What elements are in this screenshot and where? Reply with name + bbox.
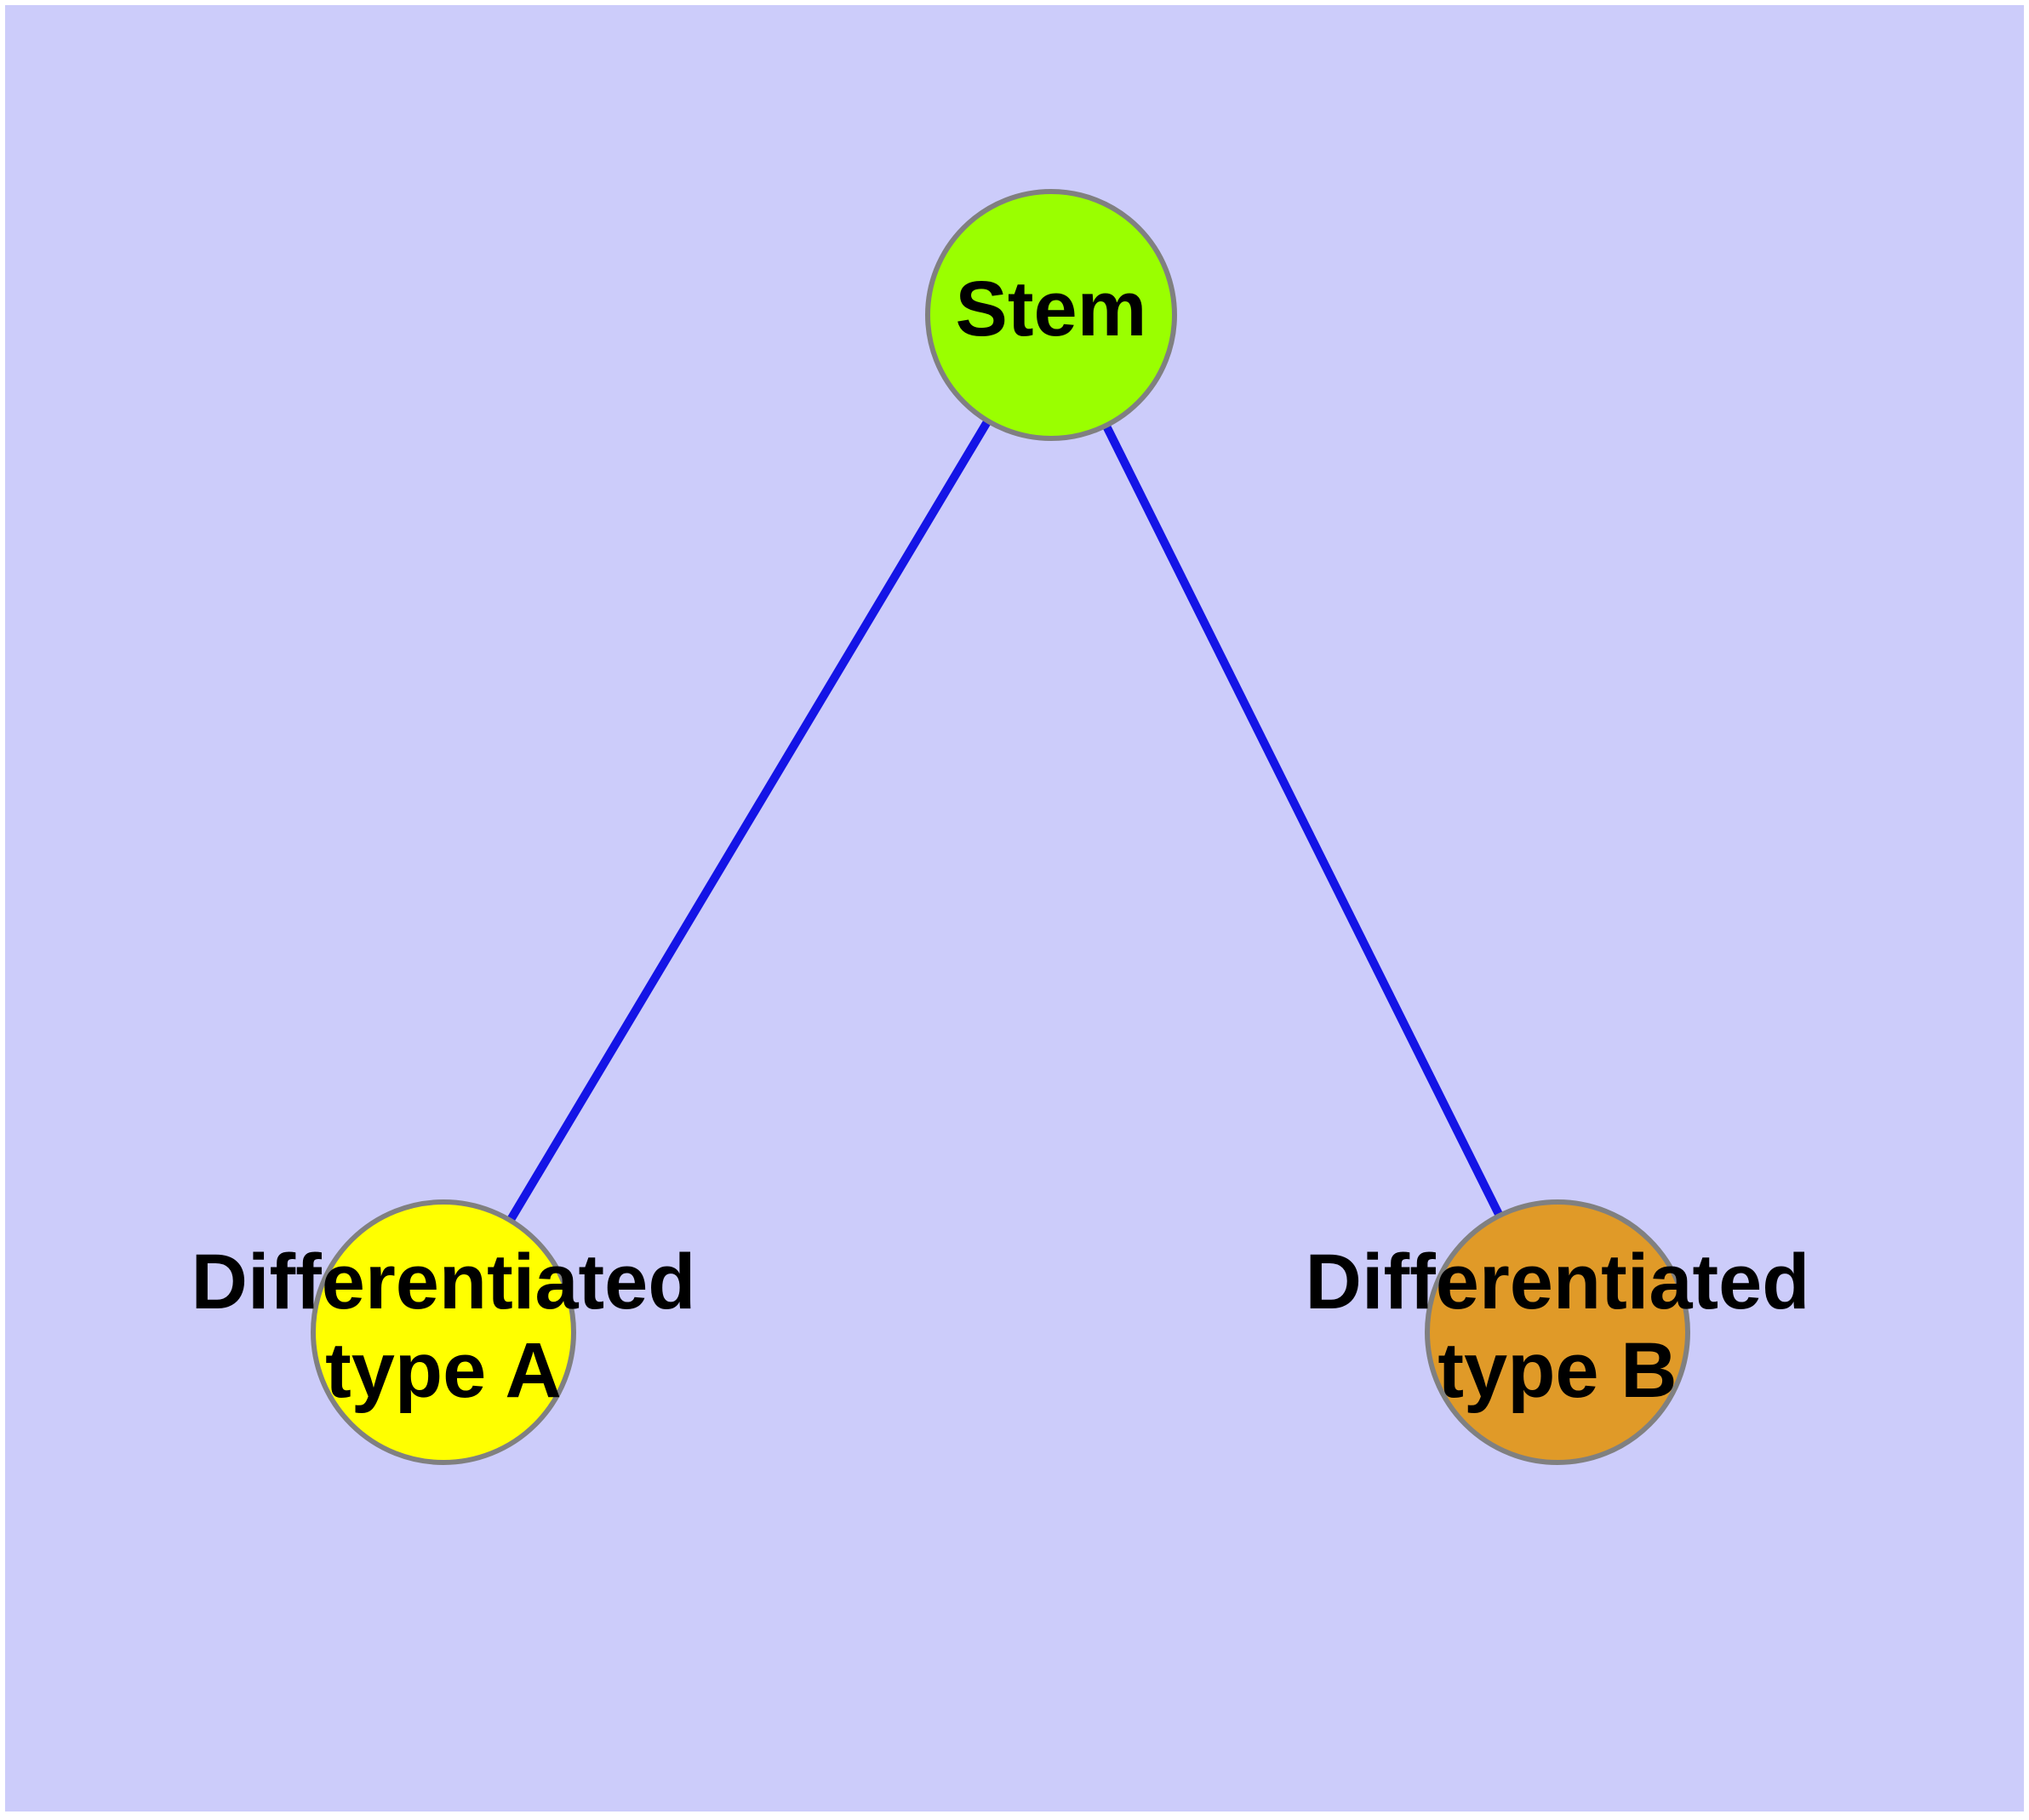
edge-layer	[506, 418, 1504, 1223]
node-label-line: Differentiated	[1306, 1239, 1810, 1325]
node-differentiated-type-b-circle[interactable]	[1425, 1199, 1690, 1465]
node-differentiated-type-a[interactable]	[311, 1199, 576, 1465]
node-label-line: Differentiated	[191, 1239, 696, 1325]
node-differentiated-type-a-circle[interactable]	[311, 1199, 576, 1465]
node-stem[interactable]	[925, 189, 1177, 441]
node-differentiated-type-b[interactable]	[1425, 1199, 1690, 1465]
node-stem-circle[interactable]	[925, 189, 1177, 441]
node-label-line: type B	[1437, 1327, 1677, 1414]
node-stem-label: Stem	[956, 266, 1147, 352]
node-label-line: type A	[325, 1327, 562, 1414]
node-layer	[311, 189, 1690, 1465]
edge-stem-to-differentiated-type-b[interactable]	[1102, 423, 1504, 1218]
edge-stem-to-differentiated-type-a[interactable]	[506, 418, 992, 1223]
node-label-line: Stem	[956, 266, 1147, 352]
